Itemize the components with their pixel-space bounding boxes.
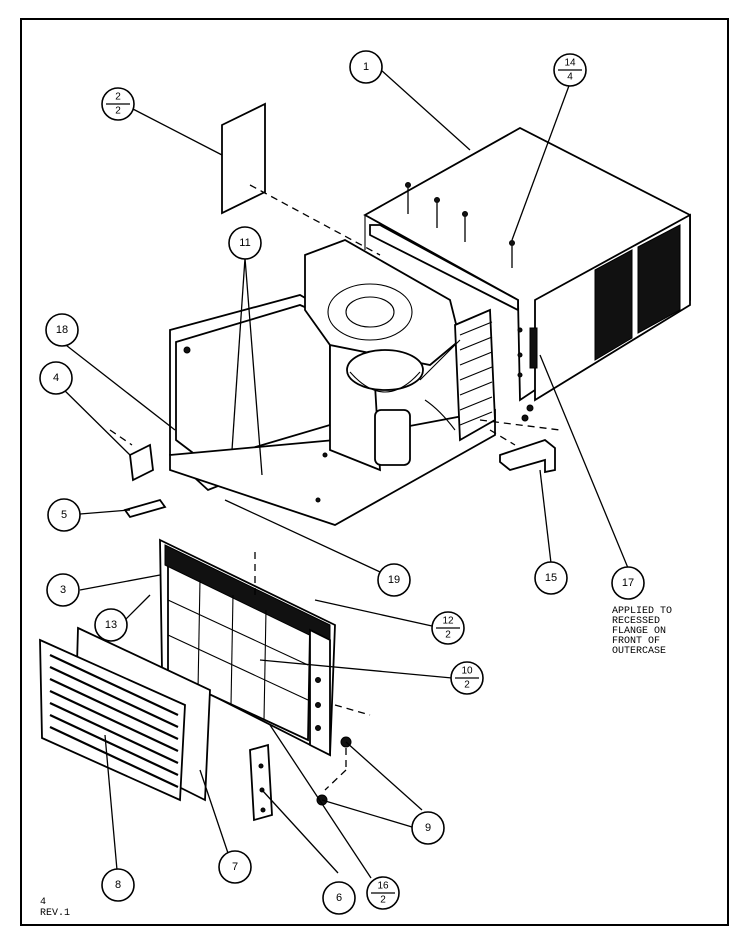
front-panel <box>159 538 336 757</box>
callout-4: 4 <box>39 361 73 395</box>
cabinet-louvers <box>594 224 681 361</box>
callout-3: 3 <box>46 573 80 607</box>
callout-6-number: 6 <box>336 892 342 904</box>
callout-8-number: 8 <box>115 879 121 891</box>
diagram-frame <box>20 18 729 926</box>
part-6-strip <box>249 743 273 822</box>
callout-6: 6 <box>322 881 356 915</box>
callout-12-2: 12 2 <box>431 611 465 645</box>
callout-1-number: 1 <box>363 61 369 73</box>
callout-19-number: 19 <box>388 574 400 586</box>
callout-19: 19 <box>377 563 411 597</box>
outer-cabinet <box>363 126 691 422</box>
coil-fins <box>459 321 493 426</box>
callout-14-top: 14 <box>564 58 576 69</box>
callout-3-number: 3 <box>60 584 66 596</box>
callout-14-bottom: 4 <box>567 72 573 83</box>
callout-18: 18 <box>45 313 79 347</box>
callout-4-number: 4 <box>53 372 59 384</box>
callout-16-top: 16 <box>377 881 389 892</box>
callout-16-bottom: 2 <box>380 895 386 906</box>
callout-16-2: 16 2 <box>366 876 400 910</box>
callout-10-bottom: 2 <box>464 680 470 691</box>
callout-17-number: 17 <box>622 577 634 589</box>
callout-2-top: 2 <box>115 92 121 103</box>
callout-9-number: 9 <box>425 822 431 834</box>
callout-13: 13 <box>94 608 128 642</box>
callout-10-2: 10 2 <box>450 661 484 695</box>
label-sheet <box>221 102 266 215</box>
chassis <box>169 239 496 526</box>
callout-7-number: 7 <box>232 861 238 873</box>
intake-grille <box>39 638 186 802</box>
leader-lines <box>55 69 629 879</box>
callout-14-4: 14 4 <box>553 53 587 87</box>
callout-17: 17 <box>611 566 645 600</box>
cabinet-screws <box>405 182 515 268</box>
callout-12-bottom: 2 <box>445 630 451 641</box>
callout-18-number: 18 <box>56 324 68 336</box>
callout-2-2: 2 2 <box>101 87 135 121</box>
part-5-strip <box>123 498 167 519</box>
callout-11-number: 11 <box>239 237 250 249</box>
callout-5: 5 <box>47 498 81 532</box>
callout-12-top: 12 <box>442 616 454 627</box>
revision-label: REV.1 <box>40 908 71 919</box>
callout-5-number: 5 <box>61 509 67 521</box>
callout-15-number: 15 <box>545 572 557 584</box>
callout-15: 15 <box>534 561 568 595</box>
callout-1: 1 <box>349 50 383 84</box>
callout-7: 7 <box>218 850 252 884</box>
part-15-bracket <box>499 438 556 474</box>
callout-13-number: 13 <box>105 619 117 631</box>
callout-2-bottom: 2 <box>115 106 121 117</box>
page-code: 4 <box>40 897 47 908</box>
callout-8: 8 <box>101 868 135 902</box>
callout-11: 11 <box>228 226 262 260</box>
outercase-note: APPLIED TO RECESSED FLANGE ON FRONT OF O… <box>612 606 673 657</box>
front-panel-grid <box>167 579 309 721</box>
callout-10-top: 10 <box>461 666 473 677</box>
callout-9: 9 <box>411 811 445 845</box>
part-4-bracket <box>129 443 154 482</box>
